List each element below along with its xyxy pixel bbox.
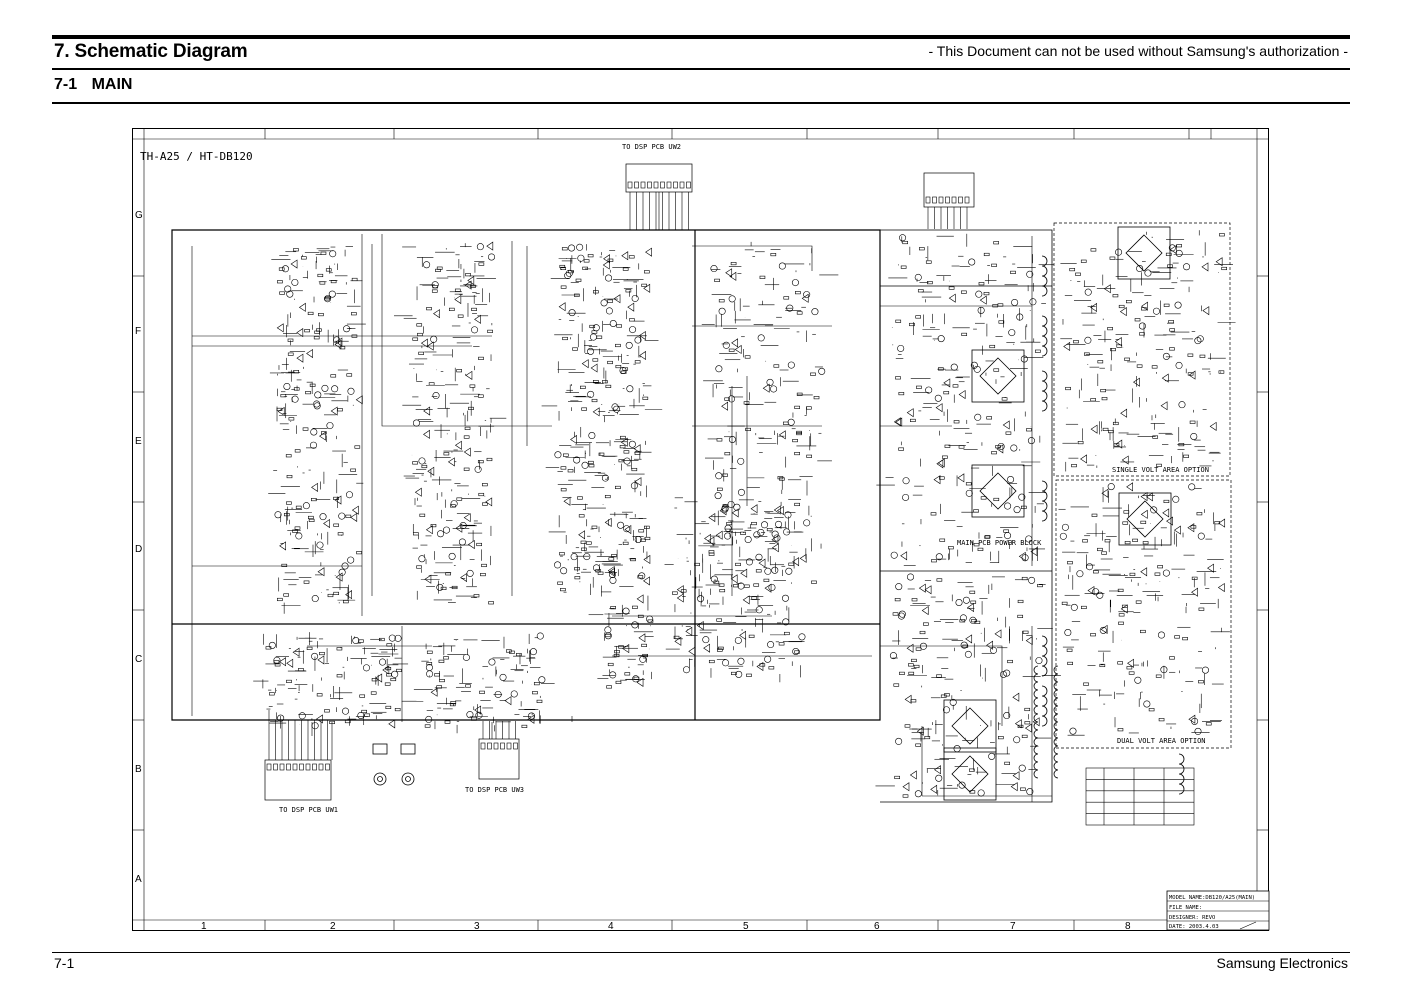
title-block: MODEL NAME:DB120/A25(MAIN) FILE NAME: DE… — [1166, 890, 1270, 931]
voltage-option-table — [1085, 767, 1195, 826]
column-label: 5 — [743, 921, 749, 932]
section-title: 7-1 MAIN — [54, 76, 133, 93]
power-block-label: MAIN PCB POWER BLOCK — [957, 539, 1042, 547]
title-block-model: MODEL NAME:DB120/A25(MAIN) — [1169, 895, 1255, 901]
transformer-coils — [1033, 255, 1185, 795]
row-label: C — [135, 654, 142, 665]
dual-volt-area-box — [1055, 479, 1232, 749]
header-rule-top — [52, 35, 1350, 39]
connector-label-top: TO DSP PCB UW2 — [622, 143, 681, 151]
title-block-designer: DESIGNER: REVO — [1169, 915, 1215, 921]
header-rule-bottom — [52, 102, 1350, 104]
circuit-traces — [191, 192, 1236, 802]
bridge-rectifiers — [943, 226, 1172, 801]
connector-label-bottom-left: TO DSP PCB UW1 — [279, 806, 338, 814]
schematic-diagram: G F E D C B A 1 2 3 4 5 6 7 8 TH-A25 / HT-DB120 TO DS… — [132, 128, 1270, 932]
column-label: 3 — [474, 921, 480, 932]
page-number: 7-1 — [54, 955, 75, 971]
single-volt-area-box — [1053, 222, 1231, 477]
power-section-outline — [880, 229, 1053, 803]
page-title: 7. Schematic Diagram — [54, 41, 248, 62]
column-label: 2 — [330, 921, 336, 932]
connector-uw3: TO DSP PCB UW3 — [465, 721, 524, 794]
connector-label-bottom-mid: TO DSP PCB UW3 — [465, 786, 524, 794]
company-name: Samsung Electronics — [1216, 955, 1348, 971]
footer-rule — [52, 952, 1350, 953]
column-label: 8 — [1125, 921, 1131, 932]
main-pcb-outline — [171, 229, 881, 721]
rca-jacks — [372, 743, 416, 786]
title-block-date: DATE: 2003.4.03 — [1169, 924, 1219, 930]
row-label: G — [135, 210, 143, 221]
column-label: 6 — [874, 921, 880, 932]
row-label: D — [135, 544, 142, 555]
connector-top-2 — [923, 172, 975, 229]
single-volt-label: SINGLE VOLT AREA OPTION — [1112, 466, 1209, 474]
dual-volt-label: DUAL VOLT AREA OPTION — [1117, 737, 1206, 745]
row-label: E — [135, 436, 142, 447]
connector-uw1: TO DSP PCB UW1 — [264, 720, 338, 814]
title-block-file: FILE NAME: — [1169, 905, 1202, 911]
model-label: TH-A25 / HT-DB120 — [140, 150, 253, 163]
authorization-notice: - This Document can not be used without … — [928, 43, 1348, 59]
column-label: 4 — [608, 921, 614, 932]
header-rule-middle — [52, 68, 1350, 70]
row-label: A — [135, 874, 142, 885]
row-label: B — [135, 764, 142, 775]
column-label: 1 — [201, 921, 207, 932]
connector-uw2: TO DSP PCB UW2 — [622, 143, 693, 230]
drawing-frame — [132, 128, 1269, 931]
row-label: F — [135, 326, 141, 337]
column-label: 7 — [1010, 921, 1016, 932]
